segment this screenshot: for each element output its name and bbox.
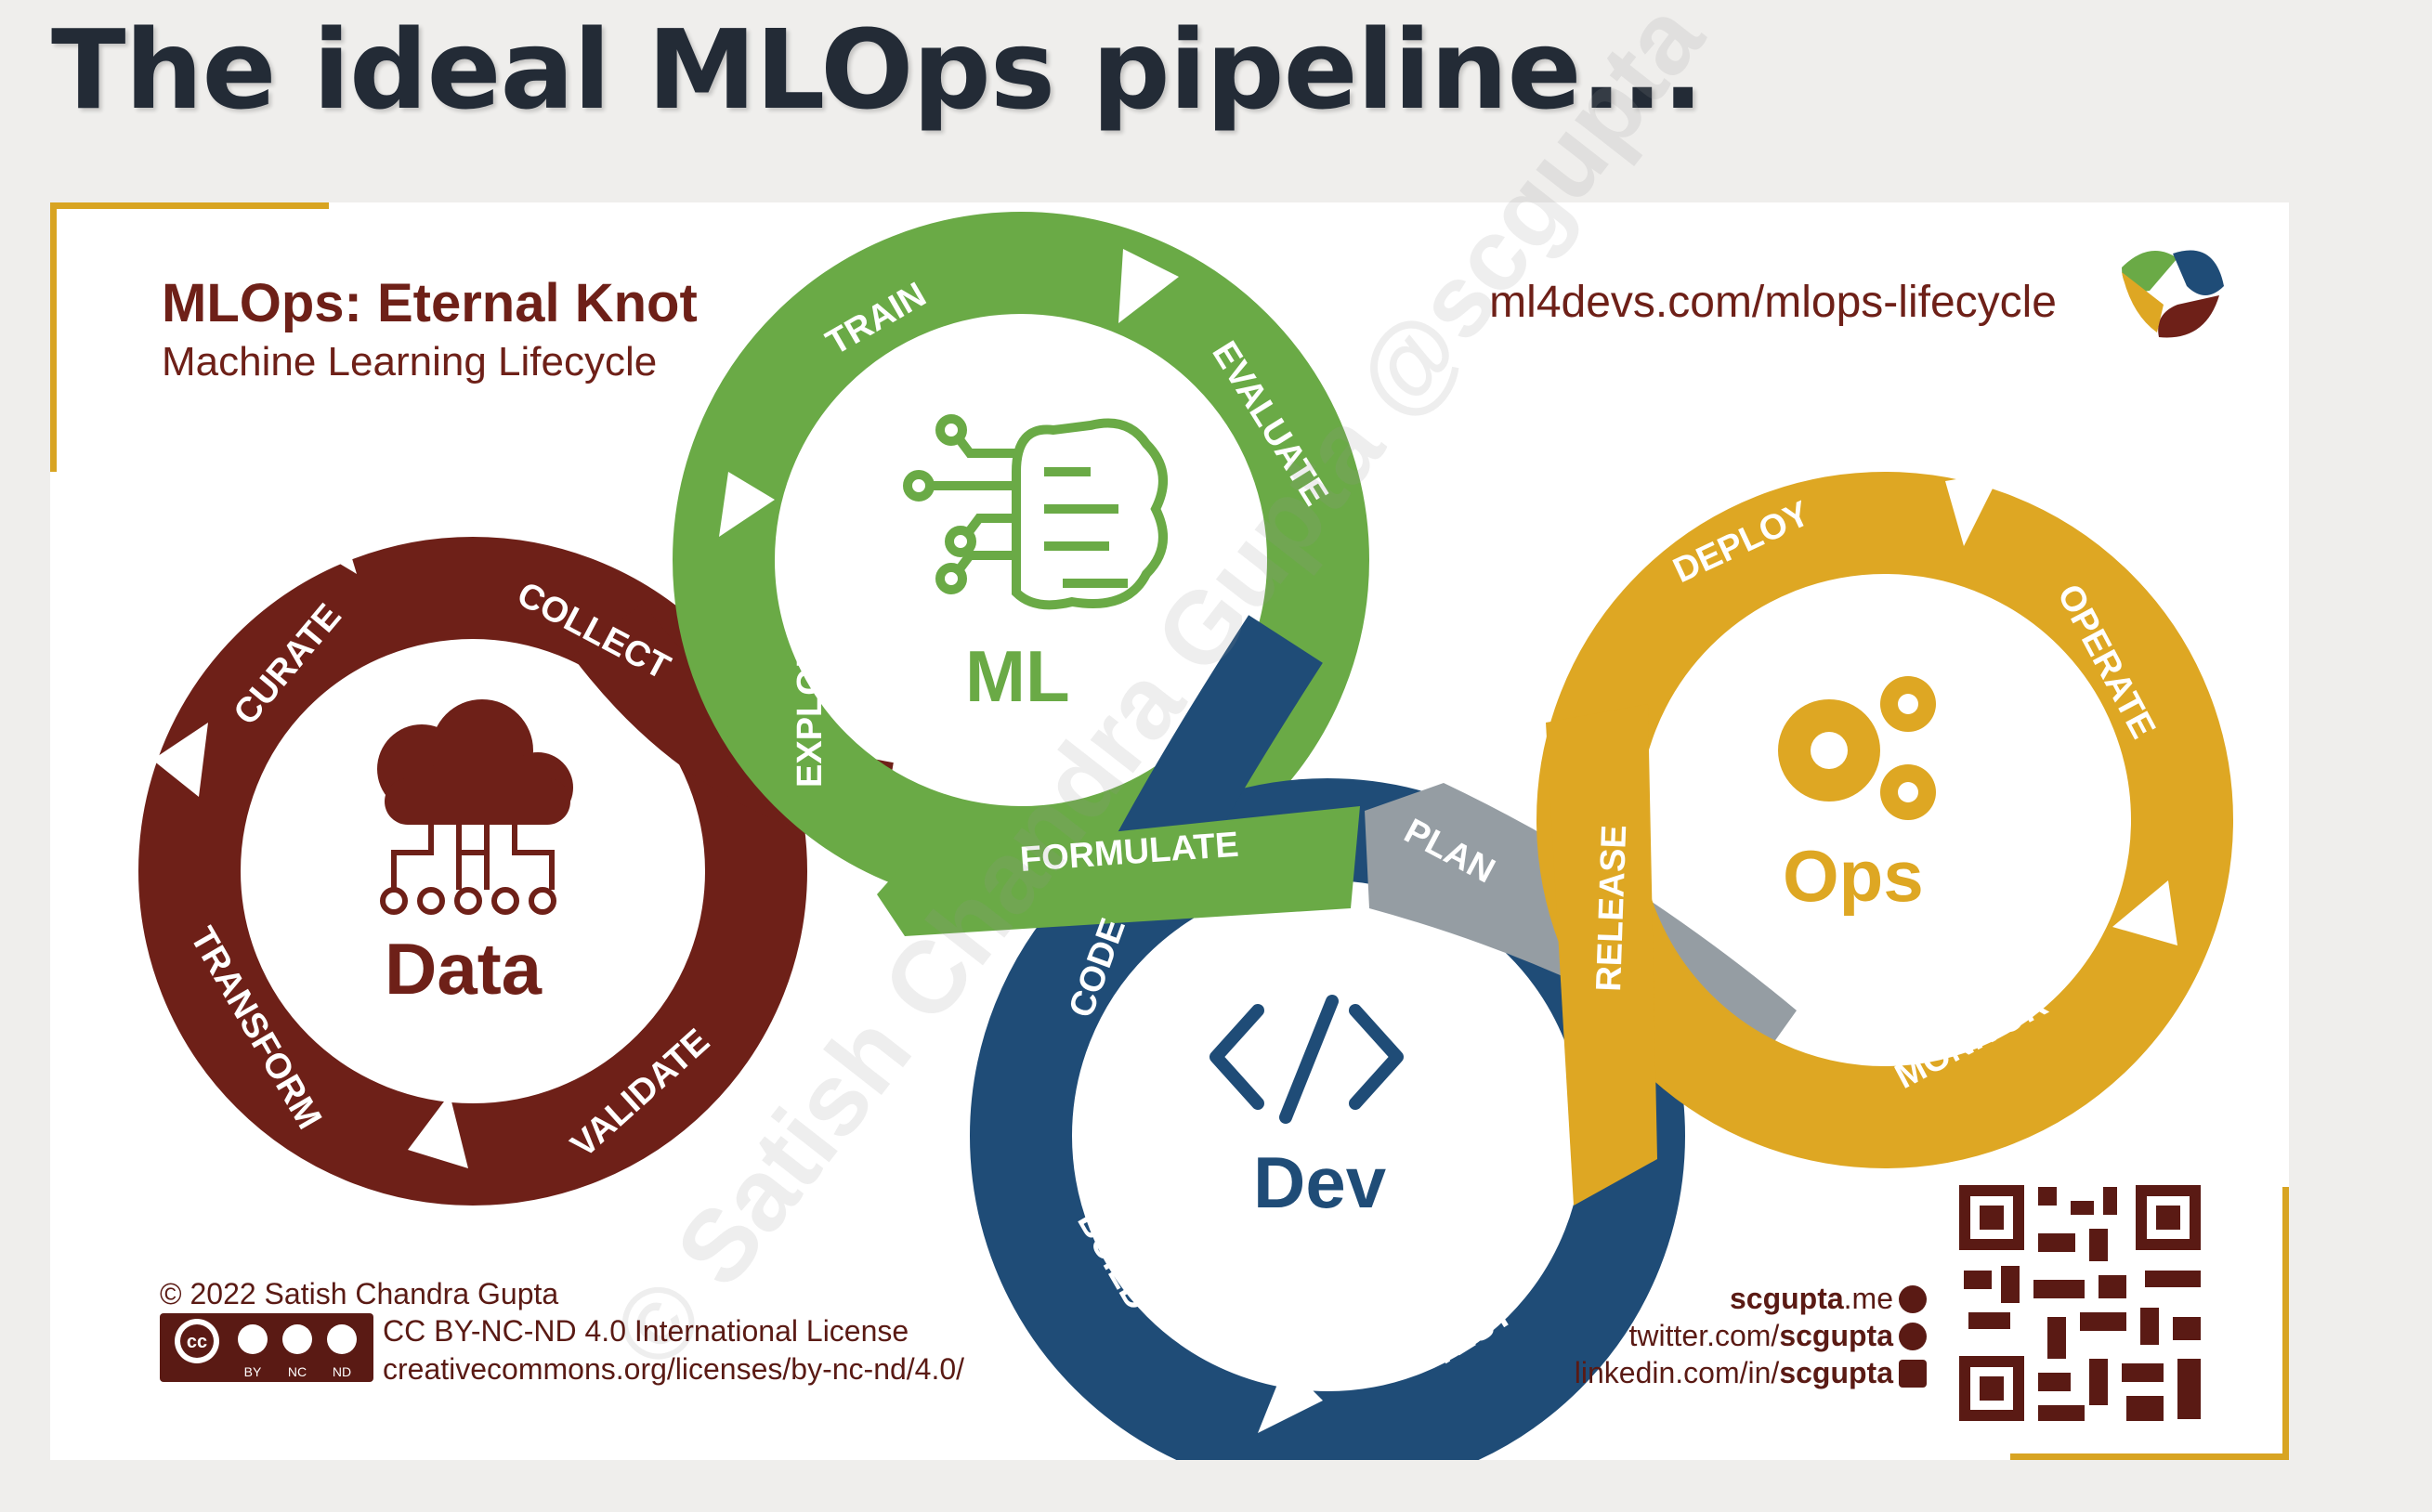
cc-badge-icons: cc BY NC ND [175, 1319, 357, 1379]
slide-title: The ideal MLOps pipeline... [51, 6, 1704, 134]
data-cycle-ring [138, 481, 807, 1206]
linkedin-prefix: linkedin.com/in/ [1574, 1356, 1780, 1389]
swirl-logo-icon [2122, 250, 2224, 338]
license-url-link[interactable]: creativecommons.org/licenses/by-nc-nd/4.… [383, 1352, 965, 1386]
website-handle: scgupta [1729, 1282, 1844, 1315]
card-subtitle: Machine Learning Lifecycle [162, 339, 658, 385]
website-suffix: .me [1843, 1282, 1893, 1315]
social-twitter[interactable]: twitter.com/scgupta [1628, 1319, 1927, 1353]
brain-circuit-icon [903, 414, 1168, 610]
frame-corner-top-left [50, 202, 329, 472]
twitter-prefix: twitter.com/ [1628, 1319, 1780, 1352]
gears-icon [1778, 676, 1936, 820]
cc-license-badge[interactable]: cc BY NC ND [160, 1313, 373, 1382]
globe-icon [1899, 1285, 1927, 1313]
social-website[interactable]: scgupta.me [1730, 1282, 1927, 1316]
hub-label-data: Data [385, 928, 543, 1010]
twitter-handle: scgupta [1779, 1319, 1893, 1352]
copyright-text: © 2022 Satish Chandra Gupta [160, 1277, 559, 1310]
linkedin-icon [1899, 1360, 1927, 1388]
card-title: MLOps: Eternal Knot [162, 273, 698, 333]
hub-label-ops: Ops [1783, 835, 1924, 917]
stage-explore: EXPLORE [791, 619, 830, 788]
social-linkedin[interactable]: linkedin.com/in/scgupta [1575, 1356, 1927, 1390]
cc-label-nc: NC [288, 1364, 307, 1379]
cloud-network-icon [377, 699, 573, 915]
formulate-band [877, 806, 1360, 936]
stage-release: RELEASE [1589, 824, 1634, 992]
site-url-link[interactable]: ml4devs.com/mlops-lifecycle [1489, 278, 2057, 327]
cc-mark-text: cc [187, 1332, 207, 1352]
mlops-diagram-card: COLLECT CURATE TRANSFORM VALIDATE EXPLOR… [50, 0, 2289, 1460]
cc-label-nd: ND [333, 1364, 351, 1379]
cc-label-by: BY [244, 1364, 262, 1379]
hub-label-ml: ML [965, 635, 1070, 717]
eternal-knot-diagram: COLLECT CURATE TRANSFORM VALIDATE EXPLOR… [50, 202, 2289, 1460]
hub-label-dev: Dev [1253, 1141, 1387, 1223]
linkedin-handle: scgupta [1779, 1356, 1893, 1389]
license-name: CC BY-NC-ND 4.0 International License [383, 1314, 909, 1348]
twitter-icon [1899, 1323, 1927, 1350]
data-arrow-notch [287, 481, 357, 574]
code-brackets-icon [1209, 995, 1404, 1124]
release-band [1546, 704, 1657, 1206]
qr-code-icon [1959, 1185, 2201, 1421]
